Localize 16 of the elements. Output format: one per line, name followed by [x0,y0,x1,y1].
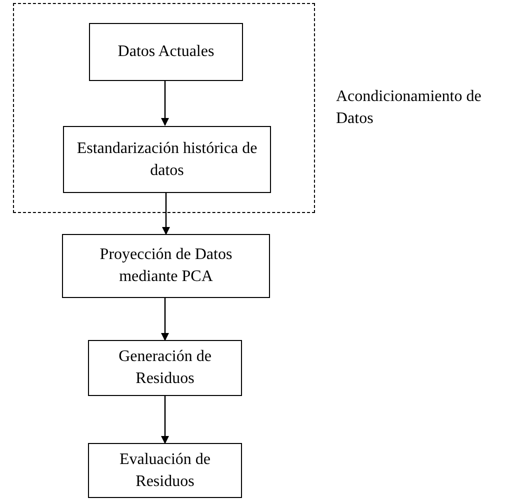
dashed-group-box [13,3,315,213]
box-label: Datos Actuales [116,42,216,62]
arrow [161,396,169,444]
process-box [88,443,242,498]
process-box [88,340,242,396]
box-label: Estandarización histórica de datos [76,138,258,180]
group-label: Acondicionamiento de Datos [336,87,482,129]
box-label: Proyección de Datos mediante PCA [98,245,234,287]
process-box [63,126,271,193]
box-label: Evaluación de Residuos [118,450,212,492]
process-box [62,234,270,298]
arrow [162,192,170,235]
arrow [161,298,169,341]
process-box [89,23,243,81]
box-label: Generación de Residuos [118,347,212,389]
arrow [161,80,169,126]
